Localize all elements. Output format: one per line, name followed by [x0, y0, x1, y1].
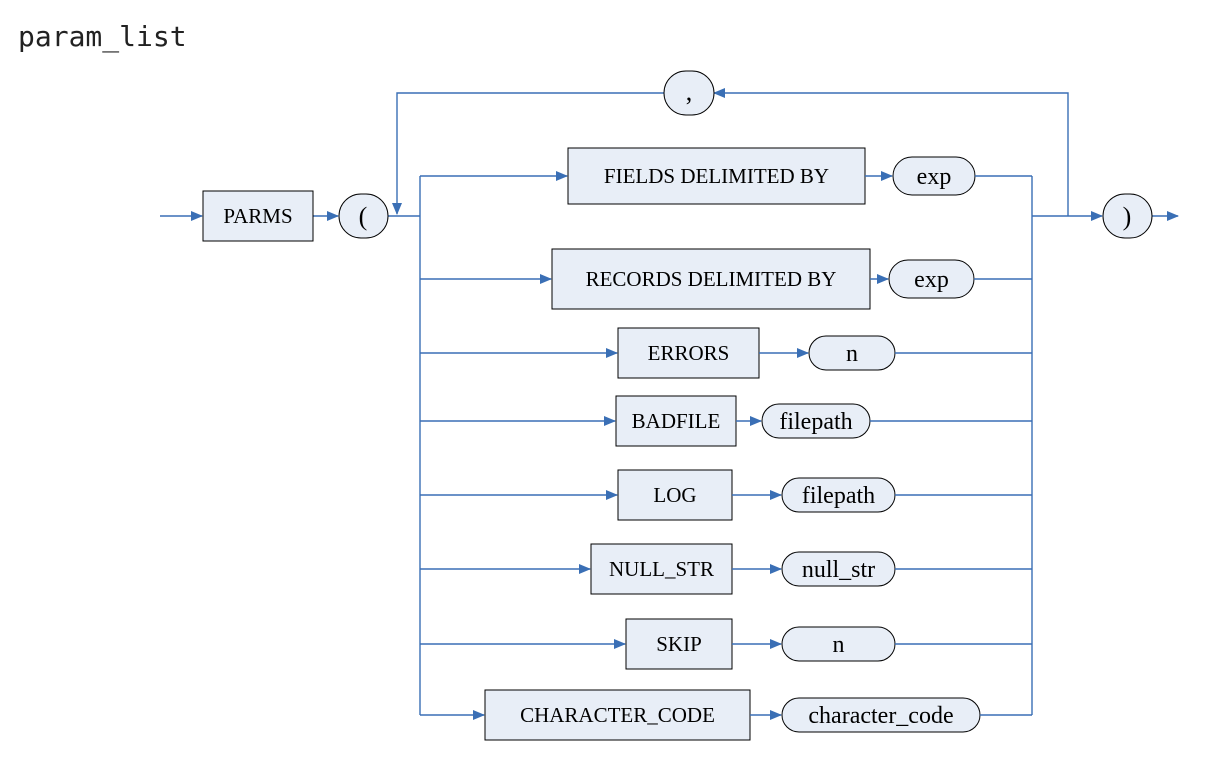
option-row: ERRORS n	[420, 327, 1032, 379]
option-value: n	[833, 632, 845, 658]
connector-lines	[160, 88, 1179, 715]
option-keyword-box	[625, 618, 733, 670]
option-keyword-box	[567, 147, 866, 205]
option-keyword: ERRORS	[648, 341, 730, 365]
option-value: exp	[914, 267, 949, 293]
option-value: character_code	[808, 703, 953, 729]
option-row: LOG filepath	[420, 469, 1032, 521]
open-paren-terminal	[338, 193, 389, 239]
option-value: filepath	[779, 409, 852, 435]
option-keyword: LOG	[653, 483, 696, 507]
option-keyword-box	[484, 689, 751, 741]
option-row: NULL_STR null_str	[420, 543, 1032, 595]
open-paren-text: (	[359, 202, 368, 231]
option-keyword-box	[551, 248, 871, 310]
option-value: n	[846, 341, 858, 367]
option-keyword: RECORDS DELIMITED BY	[586, 267, 837, 291]
close-paren-text: )	[1123, 202, 1132, 231]
comma-separator-terminal	[663, 70, 715, 116]
option-row: BADFILE filepath	[420, 395, 1032, 447]
comma-separator-text: ,	[686, 77, 693, 106]
option-keyword: CHARACTER_CODE	[520, 703, 715, 727]
option-value: filepath	[802, 483, 875, 509]
parms-keyword-box	[202, 190, 314, 242]
close-paren-terminal	[1102, 193, 1153, 239]
option-keyword: NULL_STR	[609, 557, 714, 581]
option-row: SKIP n	[420, 618, 1032, 670]
parms-keyword: PARMS	[223, 204, 292, 228]
option-row: FIELDS DELIMITED BY exp	[420, 147, 1032, 205]
option-row: RECORDS DELIMITED BY exp	[420, 248, 1032, 310]
option-row: CHARACTER_CODE character_code	[420, 689, 1032, 741]
option-keyword-box	[590, 543, 733, 595]
loop-return-line	[392, 92, 664, 215]
option-keyword-box	[615, 395, 737, 447]
option-keyword: FIELDS DELIMITED BY	[604, 164, 829, 188]
option-keyword: SKIP	[656, 632, 702, 656]
option-keyword: BADFILE	[632, 409, 721, 433]
option-value: null_str	[802, 557, 875, 583]
loop-back-line	[713, 88, 1069, 216]
option-value: exp	[917, 164, 952, 190]
diagram-title: param_list	[18, 20, 187, 54]
option-keyword-box	[617, 327, 760, 379]
